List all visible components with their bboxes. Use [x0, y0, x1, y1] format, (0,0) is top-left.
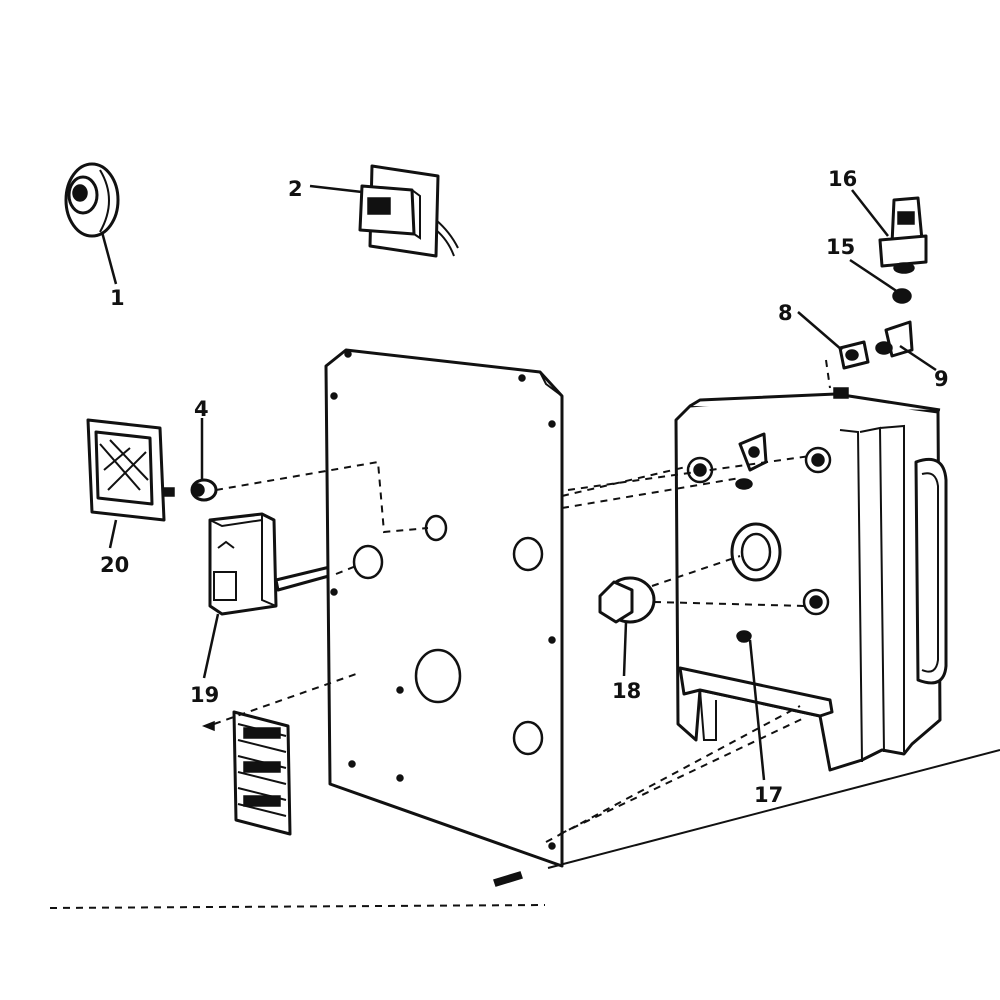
callout-8: 8 — [778, 301, 793, 325]
boiler-section — [674, 387, 948, 772]
part-1-knob — [64, 162, 120, 238]
part-19-control-box — [208, 512, 338, 616]
callout-labels: 1 2 4 8 9 15 16 17 18 19 20 — [100, 167, 949, 807]
callout-20: 20 — [100, 553, 129, 577]
callout-2: 2 — [288, 177, 303, 201]
part-8-bushing — [838, 340, 870, 370]
part-18-plug — [598, 576, 656, 624]
part-17-drain-screw — [737, 633, 751, 643]
jacket-panel — [324, 348, 564, 887]
callout-19: 19 — [190, 683, 219, 707]
callout-17: 17 — [754, 783, 783, 807]
callout-1: 1 — [110, 286, 125, 310]
callout-15: 15 — [826, 235, 855, 259]
floor-line — [49, 749, 1000, 909]
part-4-fitting — [190, 478, 218, 502]
callout-16: 16 — [828, 167, 857, 191]
grille-plate — [201, 710, 292, 836]
part-16-vent-fitting — [878, 196, 928, 274]
leader-lines — [100, 184, 937, 781]
callout-9: 9 — [934, 367, 949, 391]
callout-18: 18 — [612, 679, 641, 703]
part-20-gauge — [86, 418, 175, 522]
part-2-switch-box — [358, 164, 459, 258]
part-9-elbow — [875, 320, 914, 358]
callout-4: 4 — [194, 397, 209, 421]
